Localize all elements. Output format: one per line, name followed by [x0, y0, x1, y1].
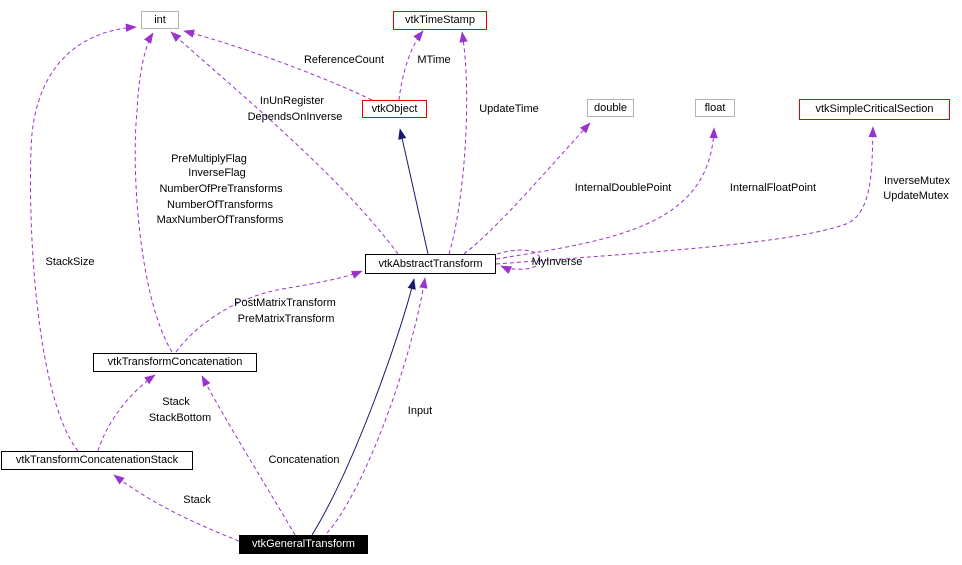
edge-inherits-generaltransform-abstracttransform: [311, 278, 416, 536]
edge-label-inunregister: InUnRegister: [259, 95, 325, 107]
edge-inherits-abstracttransform-object: [398, 128, 429, 255]
edge-label-stack-upper: Stack: [162, 396, 190, 408]
edge-label-stack-lower: Stack: [183, 494, 211, 506]
edge-label-maxnumberoftransforms: MaxNumberOfTransforms: [156, 214, 284, 226]
edge-label-postmatrixtransform: PostMatrixTransform: [234, 297, 336, 309]
edge-postprematrixtransform: [175, 270, 363, 353]
node-vtkgeneraltransform: vtkGeneralTransform: [239, 535, 368, 554]
edge-label-concatenation: Concatenation: [268, 454, 340, 466]
edge-input: [326, 277, 428, 534]
edge-label-inverseflag: InverseFlag: [188, 167, 246, 179]
node-vtktimestamp[interactable]: vtkTimeStamp: [393, 11, 487, 30]
edge-referencecount: [183, 29, 373, 101]
edge-label-numberoftransforms: NumberOfTransforms: [167, 199, 273, 211]
edge-label-referencecount: ReferenceCount: [303, 54, 385, 66]
node-vtkobject[interactable]: vtkObject: [362, 100, 427, 118]
edge-label-dependsoninverse: DependsOnInverse: [247, 111, 343, 123]
node-vtkabstracttransform[interactable]: vtkAbstractTransform: [365, 254, 496, 274]
edge-internaldoublepoint: [463, 122, 591, 255]
edge-label-updatetime: UpdateTime: [479, 103, 539, 115]
edge-stacksize: [30, 23, 137, 452]
node-vtksimplecriticalsection[interactable]: vtkSimpleCriticalSection: [799, 99, 950, 120]
edge-concatenation: [201, 375, 296, 536]
edge-stack-stackbottom: [97, 374, 156, 452]
edge-label-internalfloatpoint: InternalFloatPoint: [729, 182, 817, 194]
edge-label-stackbottom: StackBottom: [148, 412, 212, 424]
edge-label-prematrixtransform: PreMatrixTransform: [237, 313, 335, 325]
edge-label-mtime: MTime: [417, 54, 451, 66]
edge-updatetime: [448, 31, 468, 255]
edge-myinverse-loop: [496, 249, 541, 275]
edge-internalfloatpoint: [495, 127, 718, 260]
edge-label-input: Input: [407, 405, 433, 417]
edge-label-myinverse: MyInverse: [531, 256, 583, 268]
edge-label-updatemutex: UpdateMutex: [883, 190, 949, 202]
node-float: float: [695, 99, 735, 117]
node-double: double: [587, 99, 634, 117]
edge-inversemutex-updatemutex: [495, 126, 877, 265]
node-vtktransformconcatenationstack[interactable]: vtkTransformConcatenationStack: [1, 451, 193, 470]
node-int: int: [141, 11, 179, 29]
edge-label-inversemutex: InverseMutex: [883, 175, 951, 187]
edge-inunregister-dependsoninverse: [170, 31, 399, 255]
node-vtktransformconcatenation[interactable]: vtkTransformConcatenation: [93, 353, 257, 372]
edge-concatenation-flags: [134, 32, 173, 353]
edge-label-premultiplyflag: PreMultiplyFlag: [171, 153, 247, 165]
edge-label-stacksize: StackSize: [45, 256, 95, 268]
edge-stack-lower: [113, 474, 240, 542]
edge-label-internaldoublepoint: InternalDoublePoint: [574, 182, 672, 194]
edge-label-numberofpretransforms: NumberOfPreTransforms: [159, 183, 283, 195]
edge-mtime: [398, 30, 424, 101]
